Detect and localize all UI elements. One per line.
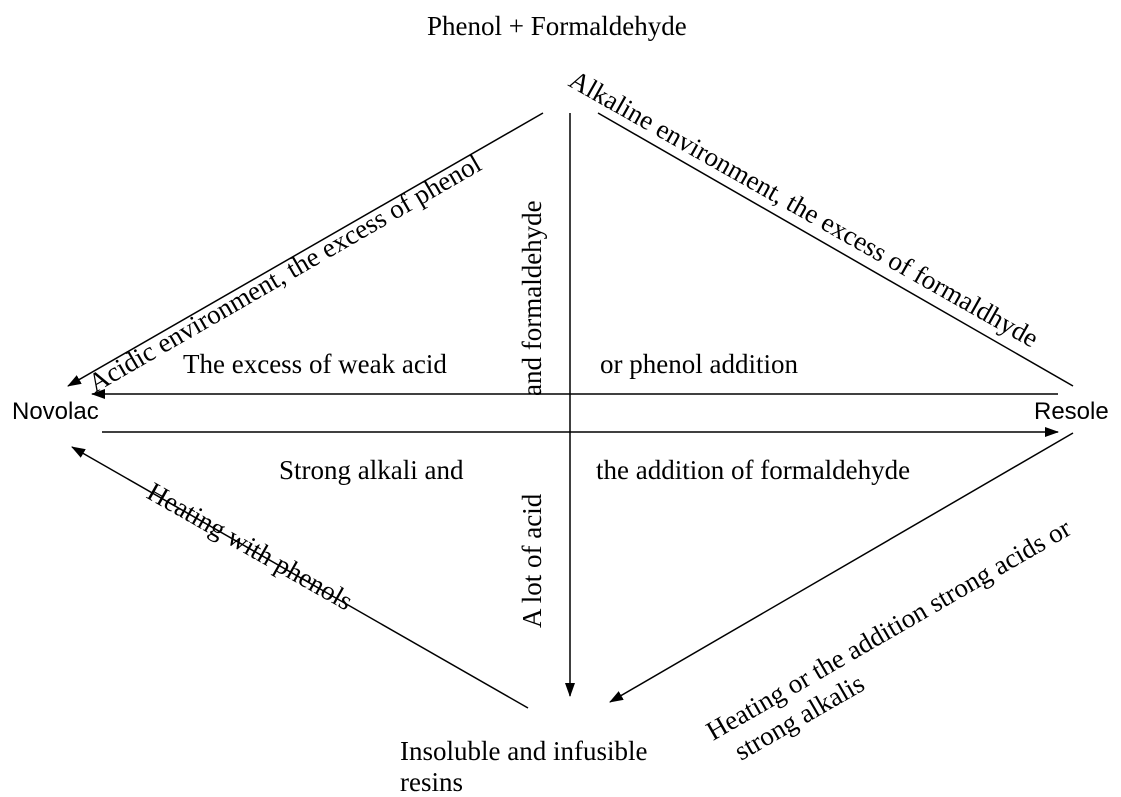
- node-resole: Resole: [1034, 398, 1109, 425]
- line-top-to-resole: [597, 112, 1074, 387]
- arrow-top-to-novolac: [67, 112, 544, 387]
- node-novolac: Novolac: [12, 398, 99, 425]
- arrow-resole-to-resins: [609, 432, 1074, 703]
- node-phenol-formaldehyde: Phenol + Formaldehyde: [427, 11, 687, 41]
- label-weak-acid: The excess of weak acid: [183, 349, 447, 379]
- label-and-formaldehyde: and formaldehyde: [517, 200, 547, 396]
- label-formaldehyde-addition: the addition of formaldehyde: [596, 455, 911, 485]
- node-resins-line2: resins: [400, 767, 463, 797]
- label-strong-alkali: Strong alkali and: [279, 455, 464, 485]
- arrow-resins-to-novolac: [71, 446, 529, 709]
- node-resins-line1: Insoluble and infusible: [400, 736, 648, 766]
- label-lot-of-acid: A lot of acid: [517, 493, 547, 628]
- label-phenol-addition: or phenol addition: [600, 349, 798, 379]
